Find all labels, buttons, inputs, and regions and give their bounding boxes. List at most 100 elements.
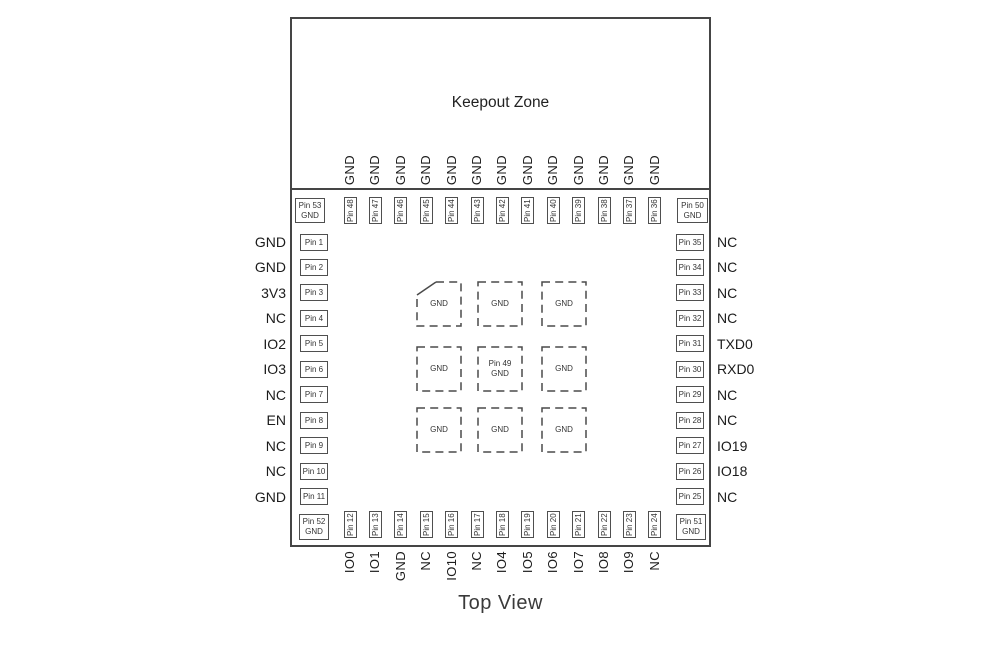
pin-box-left: Pin 9 bbox=[300, 437, 328, 455]
signal-label-bottom: GND bbox=[392, 551, 408, 582]
pin-box-top: Pin 40 bbox=[546, 197, 560, 224]
pad-label: GND bbox=[477, 407, 523, 453]
pin-signal: GND bbox=[430, 299, 448, 308]
signal-label-right: RXD0 bbox=[717, 361, 755, 378]
pin-box-top: Pin 42 bbox=[495, 197, 509, 224]
pin-box-bottom: Pin 22 bbox=[597, 511, 611, 538]
signal-label-left: IO3 bbox=[263, 361, 286, 378]
pad-label: GND bbox=[541, 281, 587, 327]
pin-box-left: Pin 5 bbox=[300, 335, 328, 353]
pin-box-top: Pin 37 bbox=[622, 197, 636, 224]
pin-box-bottom: Pin 23 bbox=[622, 511, 636, 538]
pin-box-right: Pin 32 bbox=[676, 309, 704, 327]
signal-label-top: GND bbox=[570, 154, 586, 185]
pin-signal: GND bbox=[430, 364, 448, 373]
pin-box-right: Pin 33 bbox=[676, 284, 704, 302]
pin-box-top: Pin 41 bbox=[521, 197, 535, 224]
signal-label-top: GND bbox=[342, 154, 357, 185]
signal-label-right: NC bbox=[717, 284, 738, 301]
pin-number: Pin 53 bbox=[298, 200, 322, 210]
pad-outline bbox=[416, 281, 462, 327]
pin-box-bottom: Pin 17 bbox=[470, 511, 484, 538]
pin-box-left: Pin 6 bbox=[300, 360, 328, 378]
signal-label-left: NC bbox=[265, 463, 286, 480]
center-pad: GND bbox=[541, 407, 587, 453]
pin-signal: GND bbox=[430, 425, 448, 434]
pin-box-left: Pin 8 bbox=[300, 411, 328, 429]
signal-label-bottom: IO4 bbox=[494, 551, 510, 574]
center-pad: GND bbox=[477, 407, 523, 453]
pad-label: GND bbox=[477, 281, 523, 327]
pad-label: Pin 49 GND bbox=[477, 346, 523, 392]
pin-signal: GND bbox=[491, 369, 509, 378]
pad-outline bbox=[416, 407, 462, 453]
signal-label-top: GND bbox=[596, 154, 611, 185]
pad-label: GND bbox=[416, 346, 462, 392]
center-pad: GND bbox=[541, 346, 587, 392]
center-pad: GND bbox=[416, 281, 462, 327]
pin-box-right: Pin 30 bbox=[676, 360, 704, 378]
pin-signal: GND bbox=[491, 299, 509, 308]
signal-label-left: NC bbox=[265, 386, 286, 403]
signal-label-top: GND bbox=[367, 154, 383, 185]
pin-box-left: Pin 11 bbox=[300, 488, 328, 505]
signal-label-left: NC bbox=[265, 437, 286, 454]
pin-box-right: Pin 27 bbox=[676, 437, 704, 455]
signal-label-left: GND bbox=[254, 234, 286, 250]
pin-signal: GND bbox=[555, 364, 573, 373]
signal-label-bottom: IO5 bbox=[519, 551, 535, 574]
package-outline bbox=[290, 17, 711, 547]
view-title: Top View bbox=[458, 592, 543, 614]
pin-box-top: Pin 45 bbox=[419, 197, 433, 224]
pin-signal: GND bbox=[555, 299, 573, 308]
signal-label-top: GND bbox=[621, 154, 637, 185]
pin-box-top: Pin 47 bbox=[368, 197, 382, 224]
pad-label: GND bbox=[416, 407, 462, 453]
pin-box-top: Pin 44 bbox=[445, 197, 459, 224]
pin-signal: GND bbox=[301, 210, 319, 220]
corner-pin-top-right: Pin 50 GND bbox=[677, 198, 708, 223]
signal-label-bottom: IO0 bbox=[342, 551, 357, 574]
signal-label-bottom: NC bbox=[469, 551, 484, 571]
pin-box-left: Pin 2 bbox=[300, 258, 328, 276]
pin-signal: GND bbox=[305, 527, 323, 536]
pin-signal: GND bbox=[491, 425, 509, 434]
pin-box-right: Pin 25 bbox=[676, 488, 704, 505]
pad-label: GND bbox=[541, 407, 587, 453]
pin-box-bottom: Pin 19 bbox=[521, 511, 535, 538]
pin-box-left: Pin 7 bbox=[300, 386, 328, 404]
signal-label-right: NC bbox=[717, 412, 738, 429]
pin-signal: GND bbox=[683, 210, 702, 220]
signal-label-left: IO2 bbox=[263, 335, 286, 352]
signal-label-right: NC bbox=[717, 259, 738, 276]
signal-label-right: TXD0 bbox=[717, 335, 753, 352]
pin-number: Pin 52 bbox=[302, 517, 326, 526]
pin-box-left: Pin 10 bbox=[300, 462, 328, 480]
pin-box-top: Pin 36 bbox=[648, 197, 662, 224]
signal-label-bottom: IO10 bbox=[443, 551, 459, 581]
pin-box-left: Pin 4 bbox=[300, 309, 328, 327]
signal-label-top: GND bbox=[646, 154, 662, 185]
pin-box-bottom: Pin 20 bbox=[546, 511, 560, 538]
pin-box-bottom: Pin 24 bbox=[648, 511, 662, 538]
signal-label-right: IO18 bbox=[717, 463, 748, 480]
keepout-zone-label: Keepout Zone bbox=[451, 94, 550, 111]
signal-label-right: NC bbox=[717, 310, 738, 327]
pin-box-bottom: Pin 15 bbox=[419, 511, 433, 538]
signal-label-bottom: IO9 bbox=[621, 551, 637, 574]
pin-box-bottom: Pin 12 bbox=[343, 511, 357, 538]
signal-label-left: 3V3 bbox=[261, 284, 286, 301]
pad-outline bbox=[541, 407, 587, 453]
pad-outline bbox=[416, 346, 462, 392]
signal-label-right: NC bbox=[717, 386, 738, 403]
pin-box-top: Pin 43 bbox=[470, 197, 484, 224]
signal-label-right: NC bbox=[717, 234, 738, 250]
signal-label-top: GND bbox=[418, 154, 434, 185]
pin-signal: GND bbox=[682, 527, 700, 536]
signal-label-bottom: NC bbox=[646, 551, 662, 571]
pin-number: Pin 51 bbox=[679, 517, 703, 526]
pad-outline bbox=[477, 281, 523, 327]
keepout-divider-line bbox=[291, 188, 710, 190]
pin-box-top: Pin 39 bbox=[572, 197, 586, 224]
signal-label-top: GND bbox=[519, 154, 535, 185]
